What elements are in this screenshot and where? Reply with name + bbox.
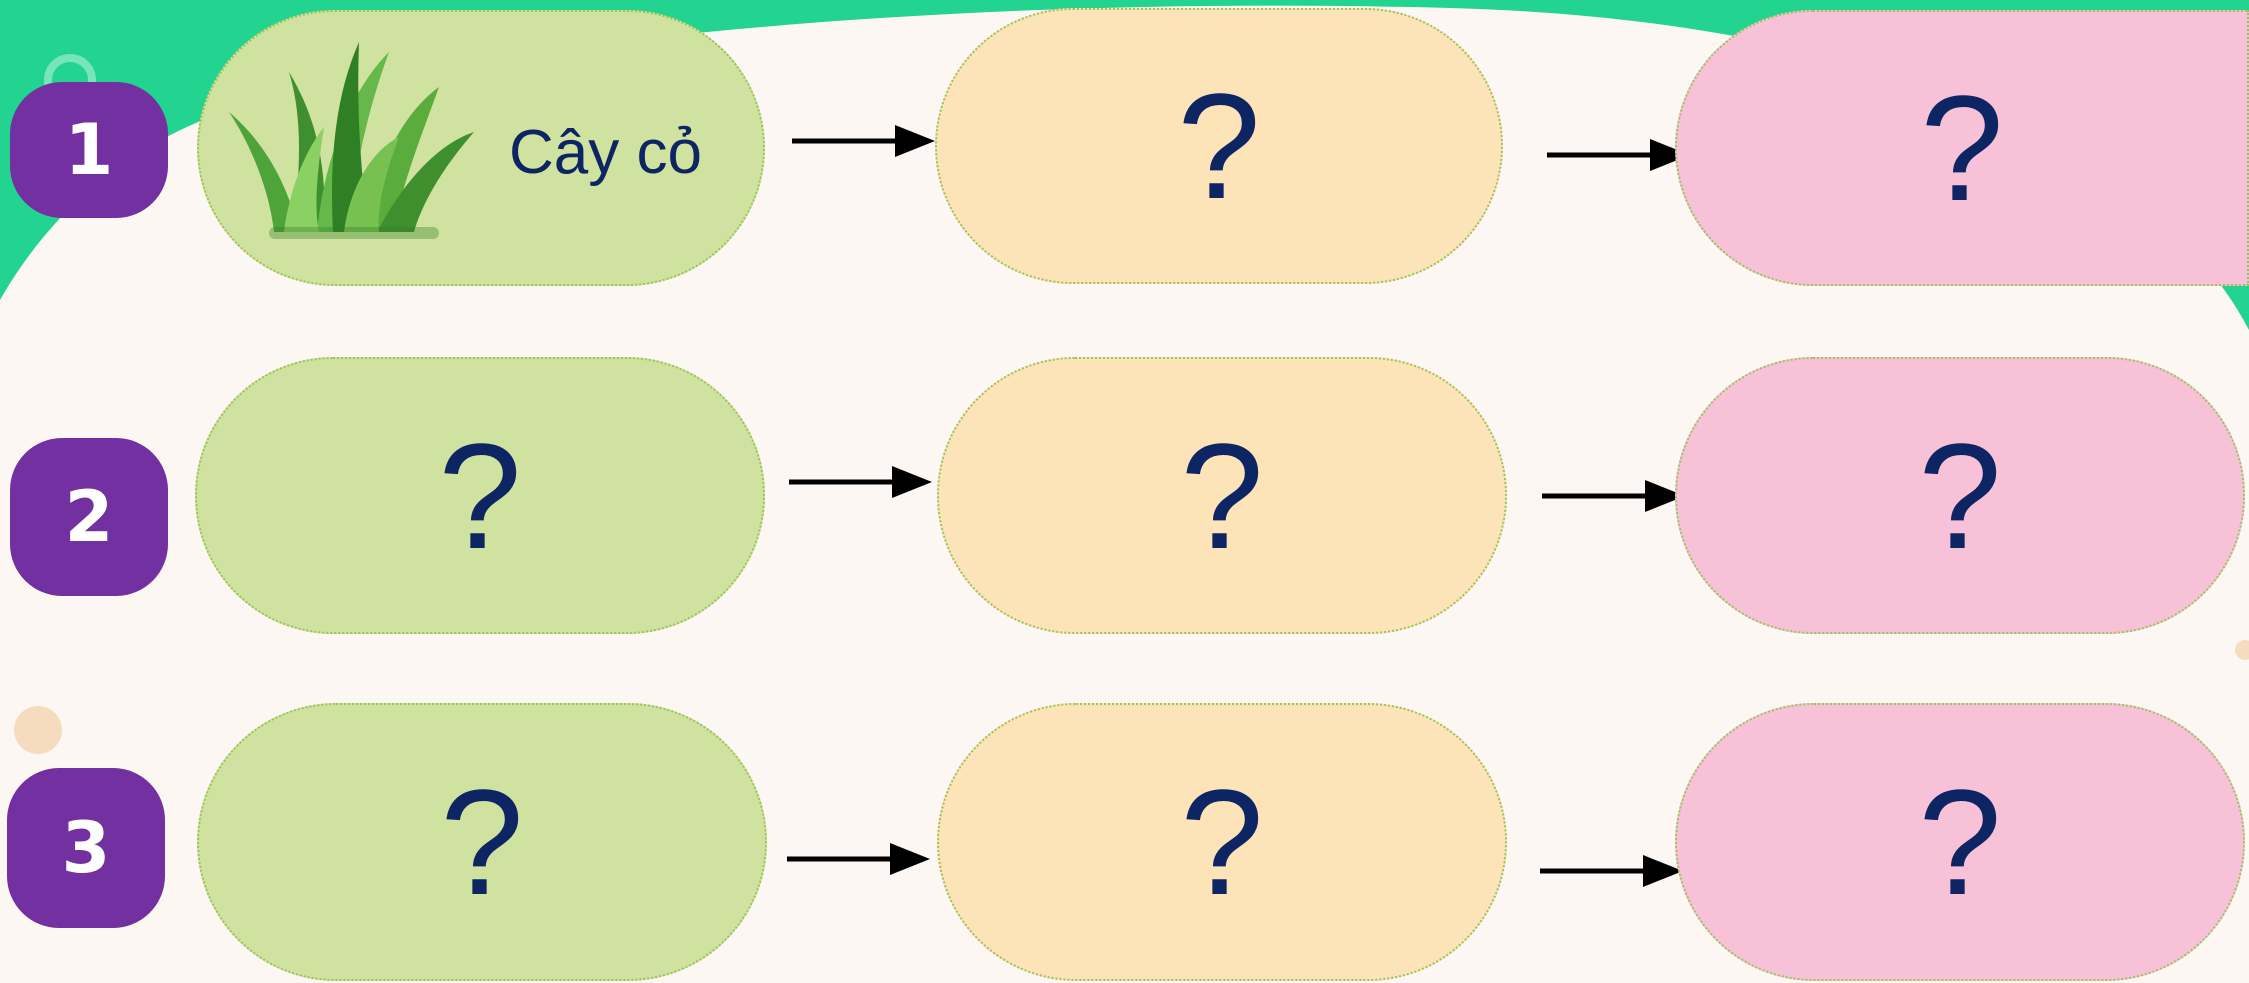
grass-icon bbox=[229, 42, 474, 239]
consumer1-cell-2: ? bbox=[937, 357, 1507, 634]
arrow-icon bbox=[1542, 480, 1685, 512]
question-mark: ? bbox=[1918, 411, 2002, 580]
consumer2-cell-1: ? bbox=[1675, 10, 2249, 286]
consumer1-cell-1: ? bbox=[935, 8, 1503, 284]
question-mark: ? bbox=[1177, 62, 1261, 230]
arrow-icon bbox=[787, 843, 930, 875]
row-number-badge-2: 2 bbox=[10, 438, 168, 596]
arrow-icon bbox=[789, 466, 932, 498]
producer-cell-2: ? bbox=[195, 357, 765, 634]
producer-cell-3: ? bbox=[197, 703, 767, 981]
question-mark: ? bbox=[1920, 64, 2004, 232]
consumer1-cell-3: ? bbox=[937, 703, 1507, 981]
consumer2-cell-3: ? bbox=[1675, 703, 2245, 981]
question-mark: ? bbox=[1918, 758, 2002, 926]
row-number-badge-3: 3 bbox=[7, 768, 165, 928]
question-mark: ? bbox=[1180, 758, 1264, 926]
producer-label: Cây cỏ bbox=[509, 118, 702, 187]
producer-cell-1: Cây cỏ bbox=[197, 10, 765, 286]
question-mark: ? bbox=[440, 758, 524, 926]
question-mark: ? bbox=[438, 411, 522, 580]
arrow-icon bbox=[792, 125, 935, 157]
arrow-icon bbox=[1547, 139, 1690, 171]
consumer2-cell-2: ? bbox=[1675, 357, 2245, 634]
arrow-icon bbox=[1540, 855, 1683, 887]
row-number-badge-1: 1 bbox=[10, 82, 168, 218]
question-mark: ? bbox=[1180, 411, 1264, 580]
